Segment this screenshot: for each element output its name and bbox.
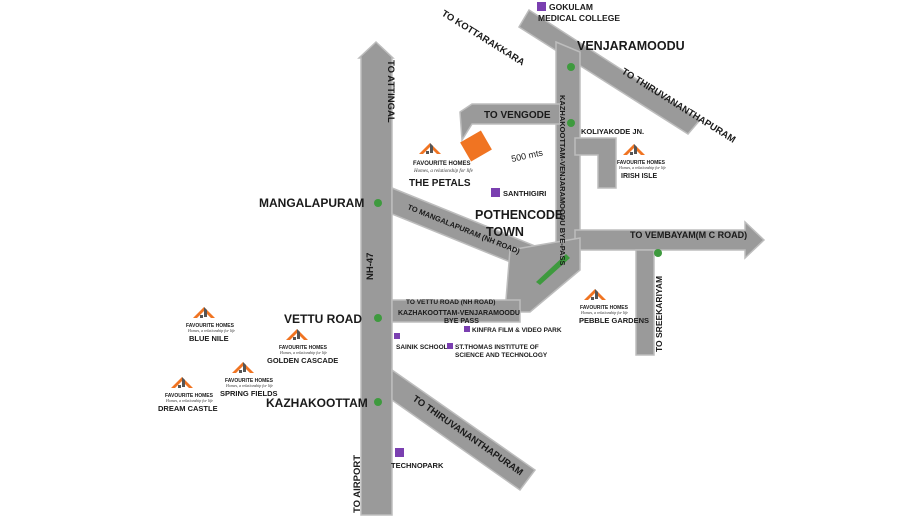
brand-tagline: Homes, a relationship for life: [165, 398, 213, 404]
brand-tagline: Homes, a relationship for life: [580, 310, 628, 316]
thiruvananthapuram-road: [391, 368, 537, 492]
irish-isle-label: IRISH ISLE: [621, 173, 658, 180]
st-thomas-label-1: ST.THOMAS INSTITUTE OF: [455, 344, 539, 351]
the-petals-label: THE PETALS: [409, 178, 471, 189]
brand-name: FAVOURITE HOMES: [186, 323, 235, 329]
tree-marker: [567, 63, 575, 71]
green-median: [536, 254, 570, 285]
sainik-marker: [394, 333, 400, 339]
tree-marker: [374, 398, 382, 406]
favourite-homes-logo-icon: [232, 362, 254, 373]
kinfra-label: KINFRA FILM & VIDEO PARK: [472, 327, 562, 334]
project-spring-fields[interactable]: FAVOURITE HOMES Homes, a relationship fo…: [220, 362, 278, 398]
pothencode-label-2: TOWN: [486, 225, 524, 239]
brand-name: FAVOURITE HOMES: [279, 345, 328, 351]
brand-tagline: Homes, a relationship for life: [279, 350, 327, 356]
bypass-horizontal-label-1: KAZHAKOOTTAM-VENJARAMOODU: [398, 310, 520, 317]
koliyakode-label: KOLIYAKODE JN.: [581, 127, 644, 136]
favourite-homes-logo-icon: [584, 289, 606, 300]
dream-castle-label: DREAM CASTLE: [158, 404, 218, 413]
favourite-homes-logo-icon: [286, 329, 308, 340]
mangalapuram-label: MANGALAPURAM: [259, 196, 364, 210]
spring-fields-label: SPRING FIELDS: [220, 389, 278, 398]
the-petals-site: [460, 130, 492, 162]
pebble-gardens-label: PEBBLE GARDENS: [579, 316, 649, 325]
blue-nile-label: BLUE NILE: [189, 334, 229, 343]
vengode-road: [459, 103, 561, 143]
kinfra-marker: [464, 326, 470, 332]
favourite-homes-logo-icon: [419, 143, 441, 154]
santhigiri-label: SANTHIGIRI: [503, 189, 546, 198]
distance-label: 500 mts: [510, 147, 544, 164]
nh47-label: NH-47: [365, 253, 376, 280]
roads: [357, 8, 766, 516]
project-pebble-gardens[interactable]: FAVOURITE HOMES Homes, a relationship fo…: [579, 289, 649, 325]
golden-cascade-label: GOLDEN CASCADE: [267, 356, 338, 365]
brand-name: FAVOURITE HOMES: [413, 161, 471, 167]
project-blue-nile[interactable]: FAVOURITE HOMES Homes, a relationship fo…: [186, 307, 235, 343]
to-airport-label: TO AIRPORT: [352, 455, 363, 513]
to-kottarakkara-label: TO KOTTARAKKARA: [439, 8, 526, 68]
gokulam-label-2: MEDICAL COLLEGE: [538, 13, 620, 23]
pothencode-label-1: POTHENCODE: [475, 208, 563, 222]
brand-tagline: Homes, a relationship for life: [413, 169, 474, 174]
st-thomas-marker: [447, 343, 453, 349]
project-the-petals[interactable]: FAVOURITE HOMES Homes, a relationship fo…: [409, 143, 474, 189]
brand-name: FAVOURITE HOMES: [225, 378, 274, 384]
bypass-road-horizontal: [391, 299, 521, 323]
venjaramoodu-road: [517, 8, 702, 135]
tree-marker: [654, 249, 662, 257]
tree-marker: [374, 314, 382, 322]
brand-tagline: Homes, a relationship for life: [187, 328, 235, 334]
favourite-homes-logo-icon: [171, 377, 193, 388]
brand-tagline: Homes, a relationship for life: [618, 165, 666, 171]
favourite-homes-logo-icon: [193, 307, 215, 318]
gokulam-marker: [537, 2, 546, 11]
sreekariyam-road: [635, 249, 655, 356]
brand-tagline: Homes, a relationship for life: [225, 383, 273, 389]
tree-marker: [567, 119, 575, 127]
nh47-road: [357, 40, 395, 516]
favourite-homes-logo-icon: [623, 144, 645, 155]
to-vengode-label: TO VENGODE: [484, 110, 551, 121]
gokulam-label-1: GOKULAM: [549, 2, 593, 12]
junction-markers: [374, 63, 662, 406]
technopark-marker: [395, 448, 404, 457]
kazhakoottam-label: KAZHAKOOTTAM: [266, 396, 368, 410]
brand-name: FAVOURITE HOMES: [580, 305, 629, 311]
technopark-label: TECHNOPARK: [391, 461, 444, 470]
brand-name: FAVOURITE HOMES: [617, 160, 666, 166]
project-dream-castle[interactable]: FAVOURITE HOMES Homes, a relationship fo…: [158, 377, 218, 413]
brand-name: FAVOURITE HOMES: [165, 393, 214, 399]
project-golden-cascade[interactable]: FAVOURITE HOMES Homes, a relationship fo…: [267, 329, 338, 365]
sainik-label: SAINIK SCHOOL: [396, 344, 448, 351]
koliyakode-road: [574, 137, 617, 189]
to-attingal-label: TO ATTINGAL: [385, 60, 396, 123]
vembayam-road: [574, 220, 766, 260]
venjaramoodu-label: VENJARAMOODU: [577, 39, 685, 53]
project-irish-isle[interactable]: FAVOURITE HOMES Homes, a relationship fo…: [617, 144, 666, 180]
vettu-road-label: VETTU ROAD: [284, 312, 362, 326]
santhigiri-marker: [491, 188, 500, 197]
st-thomas-label-2: SCIENCE AND TECHNOLOGY: [455, 352, 548, 359]
tree-marker: [374, 199, 382, 207]
bypass-horizontal-label-2: BYE PASS: [444, 318, 479, 325]
to-vettu-road-label: TO VETTU ROAD (NH ROAD): [406, 299, 495, 306]
to-sreekariyam-label: TO SREEKARIYAM: [654, 276, 664, 352]
to-vembayam-label: TO VEMBAYAM(M C ROAD): [630, 230, 747, 240]
bypass-vertical-label: KAZHAKOOTTAM-VENJARAMOODU BYE-PASS: [558, 95, 567, 266]
